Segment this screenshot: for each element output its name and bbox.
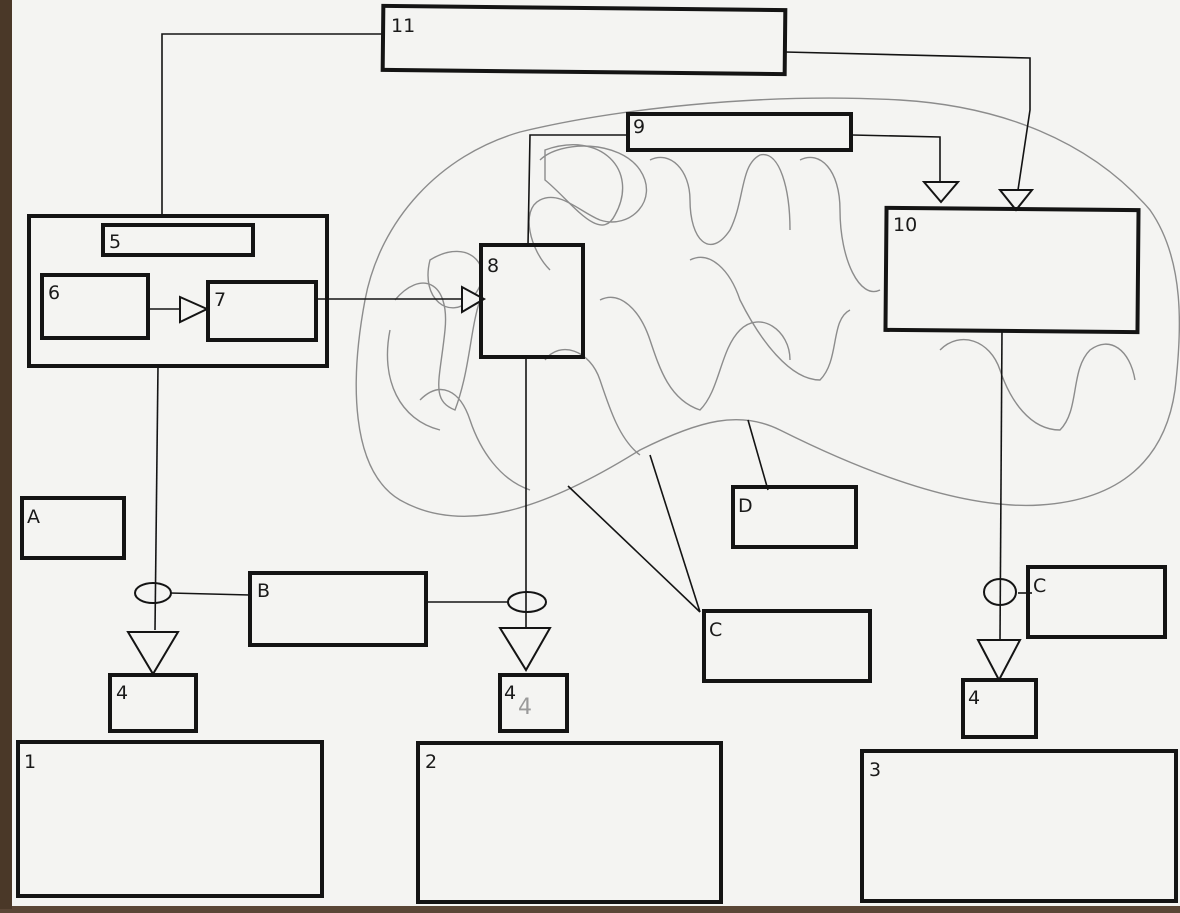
cristae-fold-5 [599, 296, 791, 411]
box-1-label: 1 [24, 751, 36, 773]
arrowhead-6-to-7 [179, 295, 210, 324]
cristae-fold-7 [939, 339, 1136, 431]
line-11-to-5 [161, 33, 383, 216]
box-C-right[interactable] [1026, 565, 1167, 639]
arrowhead-10-to-4 [976, 639, 1022, 683]
arrowhead-left-to-4 [126, 631, 180, 676]
arrowhead-11-to-10 [997, 189, 1035, 212]
cristae-fold-3 [799, 156, 881, 293]
outer-membrane [355, 97, 1180, 518]
box-3[interactable] [860, 749, 1178, 903]
arrowhead-9-to-10 [921, 181, 961, 204]
box-9-label: 9 [633, 116, 645, 138]
cristae-fold-4 [544, 349, 641, 456]
cristae-fold-2 [649, 154, 791, 246]
box-C-middle-label: C [709, 619, 722, 641]
box-5-label: 5 [109, 231, 121, 253]
line-B-left [169, 592, 251, 596]
box-2-label: 2 [425, 751, 437, 773]
line-C-to-membrane-2 [649, 454, 701, 613]
inner-membrane-edge [386, 329, 441, 431]
box-D[interactable] [731, 485, 858, 549]
box-C-right-label: C [1033, 575, 1046, 597]
box-4-left-label: 4 [116, 682, 128, 704]
arrowheads [126, 181, 1035, 683]
oval-left [134, 582, 172, 604]
box-8-label: 8 [487, 255, 499, 277]
box-1[interactable] [16, 740, 324, 898]
paper-sheet [10, 0, 1180, 906]
box-4-right[interactable] [961, 678, 1038, 739]
box-7[interactable] [206, 280, 318, 342]
box-10-label: 10 [893, 214, 917, 236]
box-7-label: 7 [214, 289, 226, 311]
box-11[interactable] [380, 3, 788, 77]
box-2[interactable] [416, 741, 723, 904]
box-3-label: 3 [869, 759, 881, 781]
box-B[interactable] [248, 571, 428, 647]
line-D-to-membrane [747, 419, 769, 491]
cristae-fold-8 [419, 389, 531, 491]
box-B-label: B [257, 580, 270, 602]
oval-right [983, 578, 1017, 606]
box-4-left[interactable] [108, 673, 198, 733]
line-left-down [154, 365, 159, 631]
cristae-fold-6 [689, 256, 851, 381]
line-9-to-10 [851, 134, 941, 182]
box-5[interactable] [101, 223, 255, 257]
label-boxes: 11 9 5 6 7 8 10 A B D C [16, 3, 1178, 904]
cristae-fold-1 [528, 145, 647, 271]
line-10-down [999, 329, 1003, 641]
box-4-right-label: 4 [968, 687, 980, 709]
box-container-5-6-7[interactable] [27, 214, 329, 368]
box-C-middle[interactable] [702, 609, 872, 683]
box-8[interactable] [479, 243, 585, 359]
box-4-middle-label: 4 [504, 682, 516, 704]
mitochondrion-drawing [355, 97, 1180, 518]
arrowhead-7-to-8 [461, 285, 487, 314]
box-4-middle[interactable] [498, 673, 569, 733]
line-9-to-8 [527, 134, 628, 246]
box-6[interactable] [40, 273, 150, 340]
box-6-label: 6 [48, 282, 60, 304]
transporter-ovals [134, 578, 1017, 613]
oval-middle [507, 591, 547, 613]
arrowhead-8-to-4 [498, 627, 552, 672]
box-10[interactable] [883, 205, 1141, 335]
box-A[interactable] [20, 496, 126, 560]
connectors [148, 33, 1032, 641]
paper-shadow-edge [0, 0, 12, 909]
box-4-middle-pencil-label: 4 [518, 695, 532, 720]
line-C-to-membrane-1 [567, 485, 701, 613]
box-9[interactable] [626, 112, 853, 152]
box-D-label: D [738, 495, 753, 517]
line-11-to-10 [784, 51, 1031, 191]
box-A-label: A [27, 506, 40, 528]
box-11-label: 11 [391, 15, 415, 37]
